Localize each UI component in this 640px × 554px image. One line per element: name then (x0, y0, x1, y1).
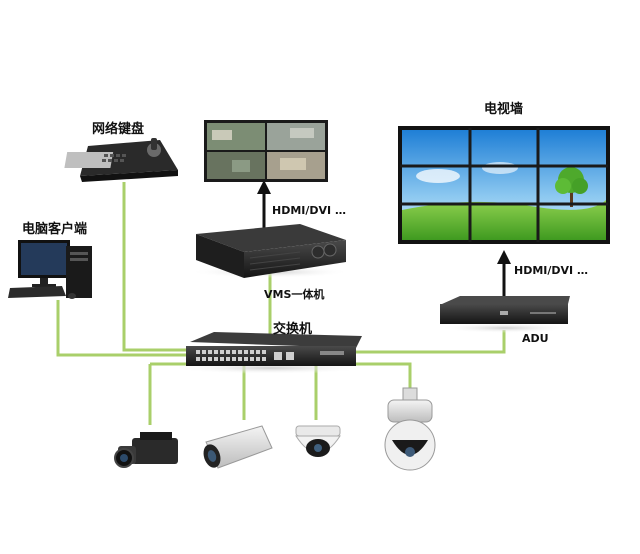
network-switch (170, 332, 370, 374)
line-switch-to-adu (355, 330, 506, 354)
box-camera (114, 432, 178, 468)
adu-device (439, 296, 571, 333)
label-hdmi-dvi-right: HDMI/DVI … (514, 264, 588, 277)
vms-appliance (190, 224, 350, 278)
surveillance-monitor (204, 120, 328, 182)
line-pc-to-switch (56, 300, 188, 357)
bullet-camera (203, 425, 273, 469)
pc-client (8, 240, 92, 299)
label-adu: ADU (522, 332, 549, 345)
dome-camera (295, 425, 341, 457)
hdmi-arrows (257, 180, 511, 296)
label-network-keyboard: 网络键盘 (92, 122, 145, 137)
label-hdmi-dvi-left: HDMI/DVI … (272, 204, 346, 217)
label-video-wall: 电视墙 (484, 102, 524, 117)
video-wall (398, 126, 610, 244)
label-vms: VMS一体机 (264, 288, 325, 301)
network-keyboard (64, 138, 178, 182)
line-keyboard-to-switch (122, 182, 188, 352)
label-switch: 交换机 (273, 322, 313, 337)
ptz-speed-dome-camera (384, 387, 436, 471)
label-pc-client: 电脑客户端 (22, 222, 88, 237)
